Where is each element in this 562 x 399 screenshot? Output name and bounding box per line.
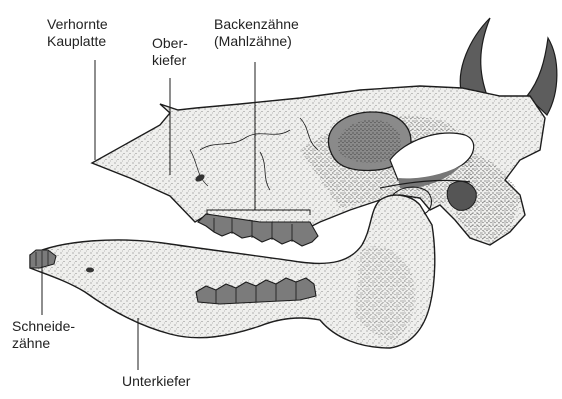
label-verhornte-kauplatte: Verhornte Kauplatte	[47, 16, 108, 50]
label-unterkiefer: Unterkiefer	[122, 373, 190, 390]
label-oberkiefer: Ober- kiefer	[152, 35, 188, 69]
left-horn	[460, 18, 490, 98]
label-backenzaehne: Backenzähne (Mahlzähne)	[214, 16, 299, 50]
label-schneidezaehne: Schneide- zähne	[12, 318, 75, 352]
